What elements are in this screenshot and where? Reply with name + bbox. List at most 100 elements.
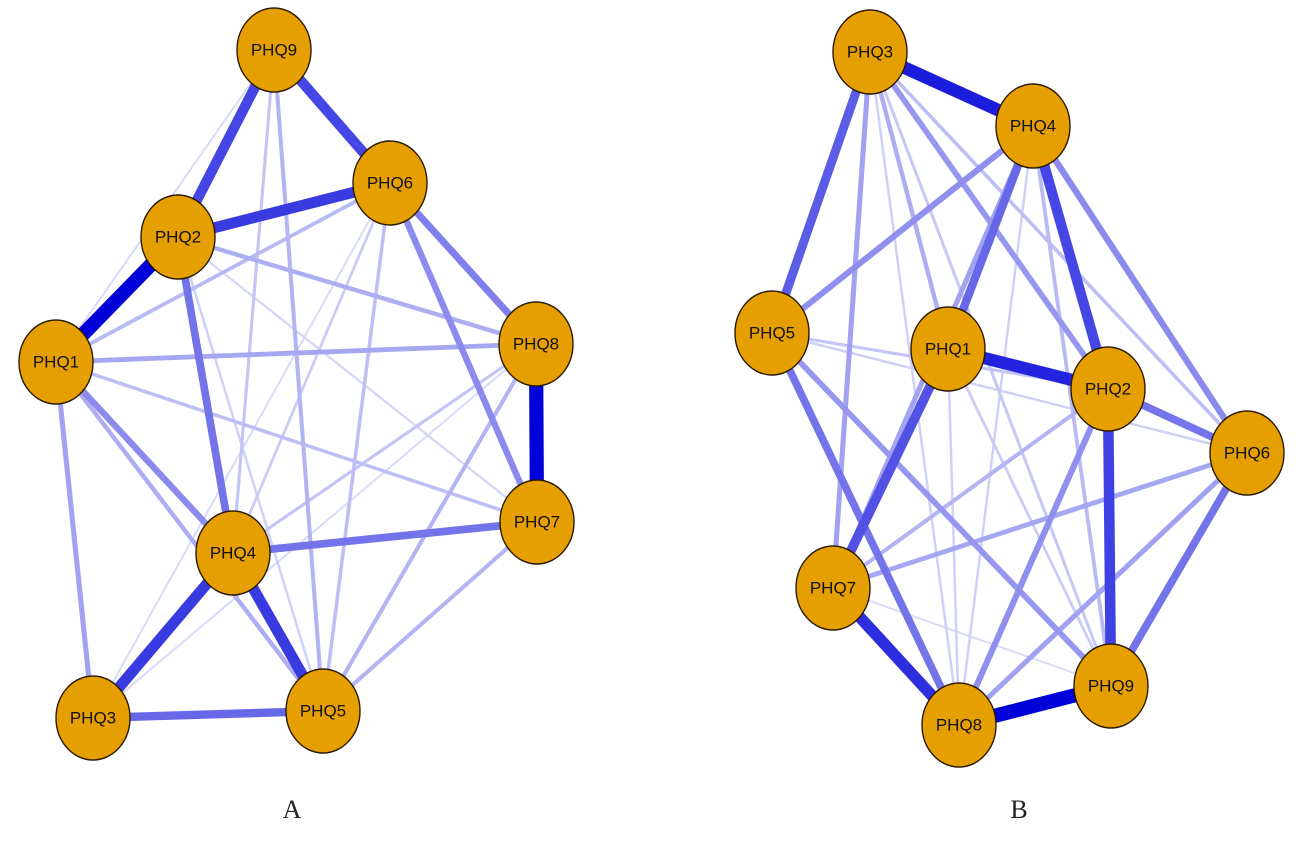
node-phq9: PHQ9	[236, 7, 312, 93]
node-phq3: PHQ3	[832, 9, 908, 95]
edge-phq1-phq7	[828, 346, 953, 591]
edge-phq6-phq8	[957, 451, 1249, 727]
edge-phq3-phq6	[868, 50, 1249, 455]
edge-phq3-phq5	[92, 706, 324, 723]
node-circle	[195, 510, 271, 596]
edge-layer	[50, 46, 545, 723]
edge-phq6-phq4	[231, 182, 392, 554]
node-label: PHQ4	[1010, 117, 1056, 136]
node-label: PHQ9	[251, 41, 297, 60]
node-label: PHQ6	[1224, 444, 1270, 463]
node-label: PHQ9	[1088, 677, 1134, 696]
node-phq1: PHQ1	[18, 319, 94, 405]
node-label: PHQ7	[514, 513, 560, 532]
edge-phq8-phq4	[232, 342, 537, 555]
edge-phq7-phq5	[321, 520, 539, 713]
edge-phq6-phq7	[832, 450, 1248, 591]
node-circle	[734, 290, 810, 376]
node-phq8: PHQ8	[498, 301, 574, 387]
node-circle	[795, 545, 871, 631]
node-circle	[1073, 643, 1149, 729]
edge-phq4-phq8	[957, 125, 1035, 726]
edge-phq9-phq4	[231, 49, 276, 554]
panel-label-b: B	[1010, 795, 1028, 824]
node-phq6: PHQ6	[352, 140, 428, 226]
node-label: PHQ2	[1085, 380, 1131, 399]
node-circle	[140, 194, 216, 280]
node-circle	[1209, 410, 1285, 496]
node-phq4: PHQ4	[995, 83, 1071, 169]
edge-phq1-phq8	[55, 341, 537, 365]
node-phq8: PHQ8	[921, 682, 997, 768]
node-circle	[921, 682, 997, 768]
edge-phq1-phq7	[55, 360, 538, 524]
edge-phq3-phq8	[92, 343, 537, 719]
node-phq7: PHQ7	[499, 479, 575, 565]
node-circle	[285, 668, 361, 754]
node-circle	[55, 675, 131, 761]
node-phq2: PHQ2	[140, 194, 216, 280]
edge-phq2-phq4	[1028, 124, 1113, 391]
edge-phq1-phq9	[946, 348, 1113, 687]
node-label: PHQ8	[936, 716, 982, 735]
node-circle	[236, 7, 312, 93]
node-circle	[832, 9, 908, 95]
edge-phq3-phq8	[868, 51, 961, 726]
edge-phq1-phq4	[53, 359, 236, 556]
node-circle	[498, 301, 574, 387]
node-phq9: PHQ9	[1073, 643, 1149, 729]
node-label: PHQ1	[33, 353, 79, 372]
node-circle	[352, 140, 428, 226]
edge-phq3-phq5	[767, 50, 875, 335]
node-label: PHQ5	[749, 324, 795, 343]
edge-phq2-phq4	[174, 236, 237, 554]
edge-phq2-phq8	[956, 387, 1111, 727]
node-label: PHQ8	[513, 335, 559, 354]
node-phq2: PHQ2	[1070, 346, 1146, 432]
node-circle	[910, 306, 986, 392]
edge-phq4-phq6	[1030, 124, 1250, 455]
node-circle	[995, 83, 1071, 169]
edge-phq6-phq7	[387, 181, 540, 524]
edge-phq5-phq9	[769, 331, 1114, 688]
edge-phq1-phq3	[53, 361, 96, 719]
node-circle	[18, 319, 94, 405]
node-label: PHQ1	[925, 340, 971, 359]
edge-phq8-phq5	[321, 342, 538, 713]
node-label: PHQ3	[70, 709, 116, 728]
edge-phq1-phq6	[55, 181, 391, 364]
node-label: PHQ6	[367, 174, 413, 193]
node-circle	[499, 479, 575, 565]
node-label: PHQ3	[847, 43, 893, 62]
edge-phq3-phq2	[867, 50, 1111, 391]
node-phq5: PHQ5	[285, 668, 361, 754]
edge-phq2-phq5	[176, 236, 325, 712]
edge-phq6-phq5	[321, 182, 392, 712]
panel-label-a: A	[282, 795, 302, 824]
node-phq1: PHQ1	[910, 306, 986, 392]
edge-phq4-phq5	[770, 123, 1035, 336]
edge-phq4-phq7	[232, 518, 538, 557]
edge-phq6-phq9	[1107, 451, 1251, 688]
node-phq5: PHQ5	[734, 290, 810, 376]
edge-phq1-phq8	[946, 348, 961, 726]
edge-phq2-phq7	[177, 236, 538, 523]
edge-phq7-phq9	[832, 587, 1112, 687]
edge-phq1-phq5	[54, 360, 325, 713]
node-label: PHQ4	[210, 544, 256, 563]
edge-phq3-phq7	[830, 51, 873, 589]
edge-phq2-phq8	[177, 234, 537, 347]
node-label: PHQ5	[300, 702, 346, 721]
edge-phq9-phq5	[271, 49, 326, 712]
node-label: PHQ7	[810, 579, 856, 598]
node-label: PHQ2	[155, 228, 201, 247]
node-phq7: PHQ7	[795, 545, 871, 631]
node-phq3: PHQ3	[55, 675, 131, 761]
node-phq4: PHQ4	[195, 510, 271, 596]
edge-phq3-phq1	[867, 51, 951, 350]
